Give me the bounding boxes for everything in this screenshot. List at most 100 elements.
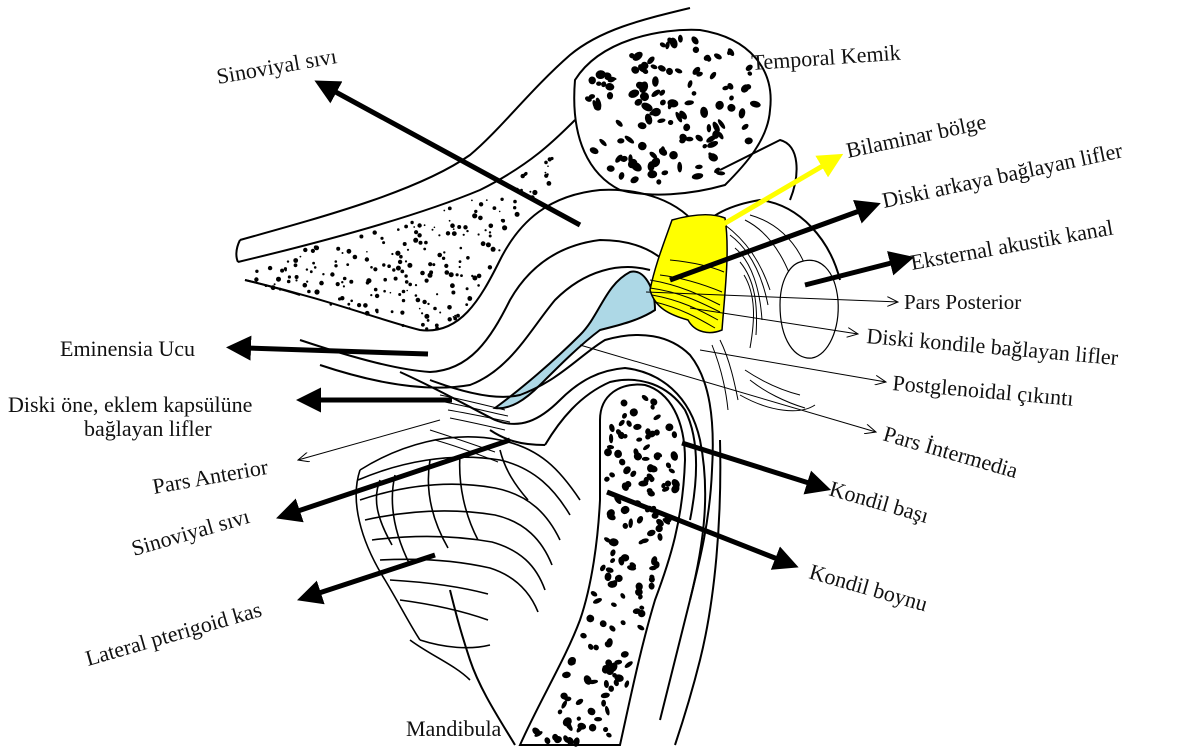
- cortical-dot: [432, 229, 434, 231]
- cortical-dot: [524, 172, 527, 175]
- cortical-dot: [417, 233, 421, 237]
- cortical-dot: [334, 264, 337, 267]
- cortical-dot: [444, 264, 448, 268]
- cortical-dot: [405, 280, 409, 284]
- cortical-dot: [471, 200, 473, 202]
- cortical-dot: [500, 198, 503, 201]
- cortical-dot: [276, 277, 281, 282]
- cortical-dot: [336, 282, 340, 286]
- cortical-dot: [402, 299, 405, 302]
- cortical-dot: [336, 247, 340, 251]
- cortical-dot: [295, 275, 299, 279]
- cortical-dot: [255, 270, 258, 273]
- cortical-dot: [413, 226, 415, 228]
- label-sinoviyal-top: Sinoviyal sıvı: [215, 43, 339, 89]
- cortical-dot: [489, 231, 491, 233]
- cortical-dot: [463, 234, 465, 236]
- cortical-dot: [380, 237, 383, 240]
- arrow-eminensia: [246, 348, 428, 354]
- cortical-dot: [513, 200, 517, 204]
- cortical-dot: [420, 271, 425, 276]
- cortical-dot: [439, 312, 441, 314]
- cortical-dot: [265, 284, 268, 287]
- cortical-dot: [406, 290, 408, 292]
- cortical-dot: [330, 303, 333, 306]
- cortical-dot: [427, 319, 430, 322]
- cortical-dot: [417, 223, 421, 227]
- cortical-dot: [359, 235, 363, 239]
- cortical-dot: [403, 242, 407, 246]
- label-bilaminar: Bilaminar bölge: [844, 109, 988, 163]
- condyle: [520, 385, 685, 748]
- cortical-dot: [294, 263, 298, 267]
- cortical-dot: [425, 279, 429, 283]
- cortical-dot: [474, 210, 477, 213]
- cortical-dot: [392, 268, 395, 271]
- cortical-dot: [407, 263, 412, 268]
- cortical-dot: [424, 224, 426, 226]
- cortical-dot: [402, 290, 406, 294]
- cortical-dot: [303, 248, 307, 252]
- cortical-dot: [375, 294, 379, 298]
- cortical-dot: [489, 224, 494, 229]
- cortical-dot: [405, 260, 407, 262]
- label-diski-arkaya: Diski arkaya bağlayan lifler: [880, 137, 1125, 213]
- cortical-dot: [287, 280, 291, 284]
- cortical-dot: [488, 265, 492, 269]
- arrow-sinoviyal-top: [332, 90, 580, 225]
- cortical-dot: [498, 249, 500, 251]
- cortical-dot: [280, 269, 284, 273]
- label-pars-posterior: Pars Posterior: [904, 290, 1021, 314]
- label-temporal-kemik: Temporal Kemik: [751, 40, 902, 75]
- cortical-dot: [404, 225, 408, 229]
- temporal-bone: [574, 30, 770, 195]
- cortical-dot: [481, 241, 486, 246]
- cortical-dot: [319, 281, 324, 286]
- cortical-dot: [442, 257, 445, 260]
- arrow-kondil-basi: [682, 443, 812, 484]
- cortical-dot: [466, 230, 468, 232]
- cortical-dot: [350, 300, 353, 303]
- label-pars-anterior: Pars Anterior: [151, 454, 271, 499]
- cortical-dot: [435, 324, 439, 328]
- cortical-dot: [391, 253, 393, 255]
- cortical-dot: [271, 285, 276, 290]
- cortical-dot: [548, 157, 552, 161]
- cortical-dot: [295, 279, 297, 281]
- cortical-dot: [453, 317, 457, 321]
- cortical-dot: [400, 270, 404, 274]
- cortical-dot: [288, 275, 291, 278]
- cortical-dot: [547, 165, 549, 167]
- cortical-dot: [366, 281, 370, 285]
- cortical-dot: [447, 305, 452, 310]
- label-lateral-pterigoid: Lateral pterigoid kas: [82, 597, 264, 671]
- cortical-dot: [415, 284, 417, 286]
- cortical-dot: [445, 270, 450, 275]
- cortical-dot: [347, 249, 352, 254]
- cortical-dot: [395, 251, 400, 256]
- cortical-dot: [340, 296, 344, 300]
- cortical-dot: [489, 235, 492, 238]
- cortical-dot: [471, 275, 473, 277]
- cortical-dot: [467, 296, 472, 301]
- cortical-dot: [425, 327, 428, 330]
- cortical-dot: [330, 272, 334, 276]
- cortical-dot: [452, 231, 457, 236]
- cortical-dot: [459, 266, 461, 268]
- cortical-dot: [306, 268, 308, 270]
- cortical-dot: [513, 206, 516, 209]
- cortical-dot: [363, 303, 368, 308]
- cortical-dot: [410, 221, 413, 224]
- cortical-dot: [387, 264, 391, 268]
- cortical-dot: [311, 249, 315, 253]
- cortical-dot: [428, 273, 433, 278]
- cortical-dot: [402, 324, 405, 327]
- cortical-dot: [390, 292, 392, 294]
- cortical-dot: [422, 300, 426, 304]
- cortical-dot: [341, 281, 343, 283]
- cortical-dot: [288, 290, 290, 292]
- cortical-dot: [493, 206, 497, 210]
- cortical-dot: [310, 270, 313, 273]
- cortical-dot: [463, 225, 467, 229]
